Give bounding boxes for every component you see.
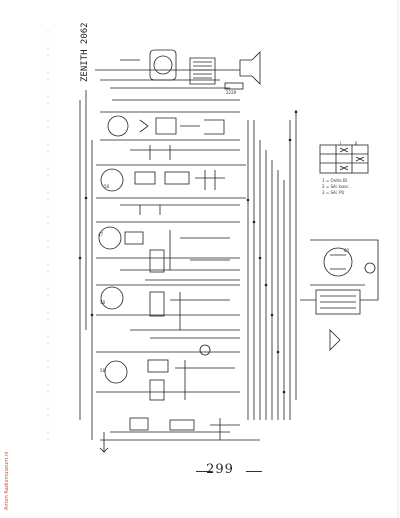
page-number-dash-right [246,471,262,472]
circuit-diagram [78,49,379,453]
tube-label: 58 [100,300,106,305]
model-label: ZENITH 2062 [80,22,90,82]
switch-table-header-2: II [355,141,358,146]
tube-label: 47 [98,232,104,237]
switch-table-header-1: I [340,141,342,146]
tube-label: 58 [100,368,106,373]
speaker-field-label: 2229 [226,90,237,95]
page-number-dash-left [196,471,212,472]
note-line-2: 2 = Sél. bosc. [322,184,350,189]
page-number: 299 [206,462,234,477]
side-watermark: Anton Radiomuseum.nl [4,451,10,510]
tube-label: 58 [104,184,110,189]
note-line-3: 3 = Sél. PU [322,190,345,195]
note-line-1: 1 = Ordre Bl. [322,178,349,183]
tube-label: 80 [344,248,350,253]
